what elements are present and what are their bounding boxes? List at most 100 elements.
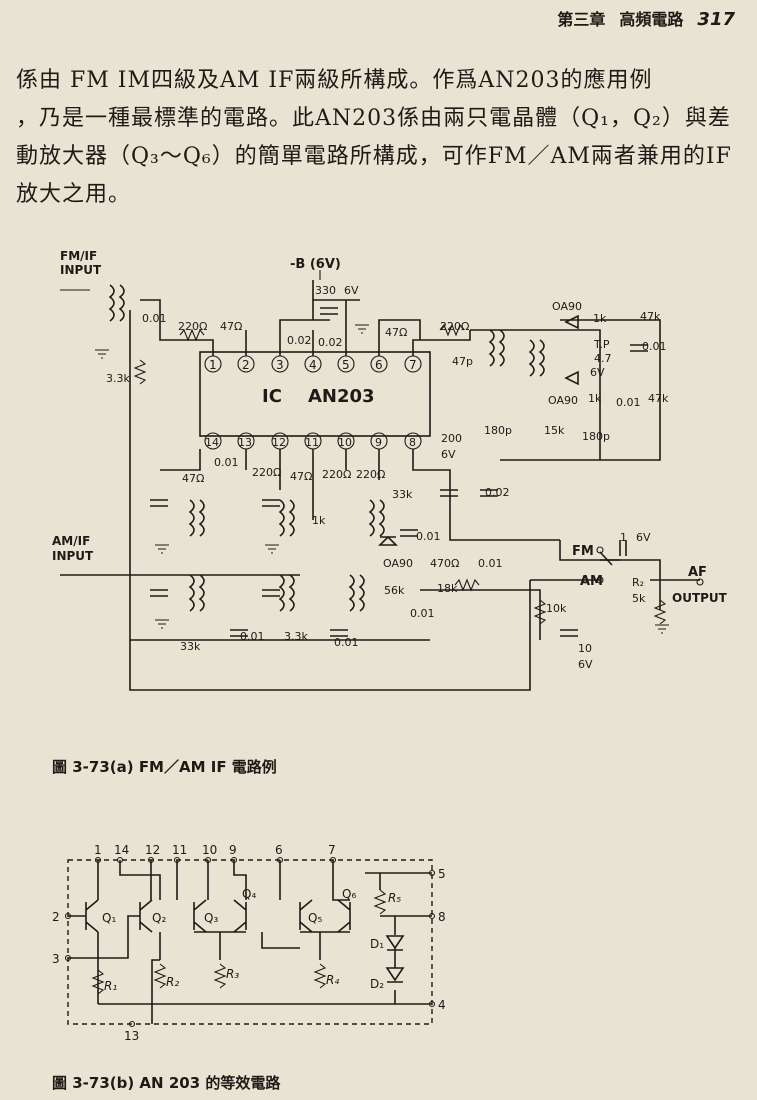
- label-180p: 180p: [582, 430, 610, 443]
- label-6v: 6V: [344, 284, 359, 297]
- label-47: 47Ω: [220, 320, 242, 333]
- ic-label: IC: [262, 386, 282, 407]
- pin-label: 7: [409, 358, 417, 372]
- label-1k: 1k: [312, 514, 326, 527]
- pin-label: 8: [409, 436, 416, 449]
- transistor-label: Q₂: [152, 911, 166, 925]
- pin-label: 12: [145, 843, 160, 857]
- pin-label: 8: [438, 910, 446, 924]
- pin-label: 13: [238, 436, 252, 449]
- pin-label: 6: [375, 358, 383, 372]
- label-5k: 5k: [632, 592, 646, 605]
- am-input-label: AM/IF: [52, 534, 90, 548]
- resistor-label: R₁: [104, 979, 117, 993]
- am-input-label-2: INPUT: [52, 549, 94, 563]
- pin-label: 3: [276, 358, 284, 372]
- figure-b-caption: 圖 3-73(b) AN 203 的等效電路: [52, 1074, 281, 1092]
- page-number: 317: [697, 9, 735, 30]
- label-001: 0.01: [334, 636, 359, 649]
- page-header: 第三章 高頻電路 317: [557, 6, 735, 30]
- label-33k: 33k: [392, 488, 413, 501]
- label-47: 47Ω: [182, 472, 204, 485]
- label-001: 0.01: [142, 312, 167, 325]
- equiv-resistors: [91, 889, 387, 995]
- pin-label: 10: [338, 436, 352, 449]
- label-1k: 1k: [593, 312, 607, 325]
- label-47: 47Ω: [385, 326, 407, 339]
- pin-label: 14: [114, 843, 129, 857]
- fm-input-label-2: INPUT: [60, 263, 102, 277]
- label-47k: 47k: [648, 392, 669, 405]
- chapter-label: 第三章: [557, 10, 606, 29]
- label-001: 0.01: [214, 456, 239, 469]
- equiv-wires: [68, 860, 432, 1024]
- label-1: 1: [620, 531, 627, 544]
- am-switch-label: AM: [580, 574, 603, 589]
- transistor-label: Q₁: [102, 911, 116, 925]
- pin-label: 5: [438, 867, 446, 881]
- resistor-label: R₂: [166, 975, 179, 989]
- label-001: 0.01: [642, 340, 667, 353]
- label-001: 0.01: [240, 630, 265, 643]
- component-symbols: [133, 307, 667, 637]
- paragraph-line: 放大之用。: [16, 182, 132, 207]
- label-33k: 3.3k: [106, 372, 130, 385]
- diode-label: D₂: [370, 977, 384, 991]
- ground-symbols: [95, 324, 669, 634]
- component-labels: 330 6V 0.02 0.02 220Ω 47Ω 47Ω 0.01 3.3k …: [106, 284, 669, 671]
- pin-label: 14: [205, 436, 219, 449]
- paragraph-line: 係由 FM IM四級及AM IF兩級所構成。作爲AN203的應用例: [16, 68, 653, 93]
- af-label: AF: [688, 565, 707, 580]
- pin-label: 2: [242, 358, 250, 372]
- label-47p: 47p: [452, 355, 473, 368]
- label-6v: 6V: [441, 448, 456, 461]
- supply-label: -B (6V): [290, 257, 341, 272]
- equiv-pin-dots: [64, 856, 436, 1028]
- paragraph-line: 動放大器（Q₃～Q₆）的簡單電路所構成，可作FM／AM兩者兼用的IF: [16, 144, 732, 169]
- equiv-transistors: [85, 899, 351, 933]
- label-c330: 330: [315, 284, 336, 297]
- label-6v: 6V: [636, 531, 651, 544]
- label-002: 0.02: [287, 334, 312, 347]
- label-oa90: OA90: [548, 394, 578, 407]
- pin-label: 4: [309, 358, 317, 372]
- label-002: 0.02: [485, 486, 510, 499]
- label-18k: 18k: [437, 582, 458, 595]
- label-220: 220Ω: [252, 466, 281, 479]
- fm-am-switch: [596, 546, 704, 586]
- pin-label: 9: [375, 436, 382, 449]
- label-180p: 180p: [484, 424, 512, 437]
- label-002: 0.02: [318, 336, 343, 349]
- pin-label: 1: [94, 843, 102, 857]
- label-47k: 47k: [640, 310, 661, 323]
- resistor-label: R₄: [326, 973, 339, 987]
- label-15k: 15k: [544, 424, 565, 437]
- label-220: 220Ω: [356, 468, 385, 481]
- pin-label: 10: [202, 843, 217, 857]
- label-001: 0.01: [416, 530, 441, 543]
- label-oa90: OA90: [383, 557, 413, 570]
- circuit-diagram-a: IC AN203 1 2 3 4 5 6 7 1: [52, 249, 728, 691]
- label-220: 220Ω: [440, 320, 469, 333]
- equiv-transistor-labels: Q₁ Q₂ Q₃ Q₄ Q₅ Q₆: [102, 887, 356, 925]
- label-6v: 6V: [590, 366, 605, 379]
- figure-a-caption: 圖 3-73(a) FM／AM IF 電路例: [52, 758, 277, 776]
- label-r2: R₂: [632, 576, 644, 589]
- ic-body: [199, 351, 431, 437]
- pin-label: 4: [438, 998, 446, 1012]
- output-label: OUTPUT: [672, 591, 728, 605]
- paragraph-line: ，乃是一種最標準的電路。此AN203係由兩只電晶體（Q₁，Q₂）與差: [16, 106, 731, 131]
- equiv-diodes: [385, 935, 405, 983]
- fm-input-label: FM/IF: [60, 249, 97, 263]
- label-10: 10: [578, 642, 592, 655]
- equiv-top-pins: 1 14 12 11 10 9 6 7: [94, 843, 336, 857]
- pin-label: 12: [272, 436, 286, 449]
- pin-label: 7: [328, 843, 336, 857]
- label-10k: 10k: [546, 602, 567, 615]
- pin-label: 11: [172, 843, 187, 857]
- section-title: 高頻電路: [619, 10, 684, 29]
- equivalent-circuit-boundary: [67, 859, 433, 1025]
- pin-label: 2: [52, 910, 60, 924]
- pin-label: 11: [305, 436, 319, 449]
- label-001: 0.01: [478, 557, 503, 570]
